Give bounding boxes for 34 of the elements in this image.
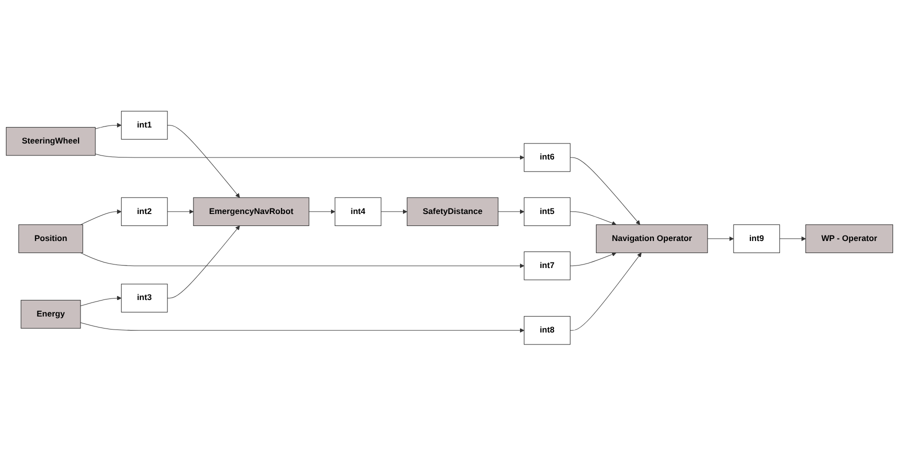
node-box: Energy [20, 300, 81, 328]
arrow [570, 252, 642, 330]
node-box: int5 [524, 197, 570, 226]
arrow [380, 209, 408, 214]
arrow [95, 153, 524, 160]
arrow [308, 209, 336, 214]
node-box: SteeringWheel [6, 126, 96, 156]
node-box: EmergencyNavRobot [193, 197, 310, 226]
node-box: int9 [733, 224, 780, 253]
node-box: Navigation Operator [596, 224, 708, 253]
arrow [498, 209, 524, 214]
arrow [80, 209, 122, 225]
node-box: WP - Operator [805, 224, 894, 253]
arrow [167, 124, 240, 198]
node-box: SafetyDistance [406, 197, 498, 226]
node-box: int8 [524, 316, 570, 344]
arrow [80, 296, 122, 306]
arrow [570, 252, 616, 266]
arrow [167, 225, 240, 298]
arrow [80, 252, 524, 268]
node-box: Position [18, 224, 84, 253]
arrow [167, 209, 194, 214]
node-box: int2 [121, 197, 168, 226]
arrow [570, 156, 640, 225]
node-box: int3 [121, 283, 168, 312]
node-box: int4 [334, 197, 382, 226]
arrow [80, 322, 524, 332]
arrow [707, 236, 734, 241]
node-box: int1 [121, 110, 168, 140]
arrow [570, 211, 616, 225]
node-box: int6 [524, 142, 570, 172]
arrow [779, 236, 806, 241]
arrow [95, 122, 122, 129]
node-box: int7 [524, 251, 570, 280]
